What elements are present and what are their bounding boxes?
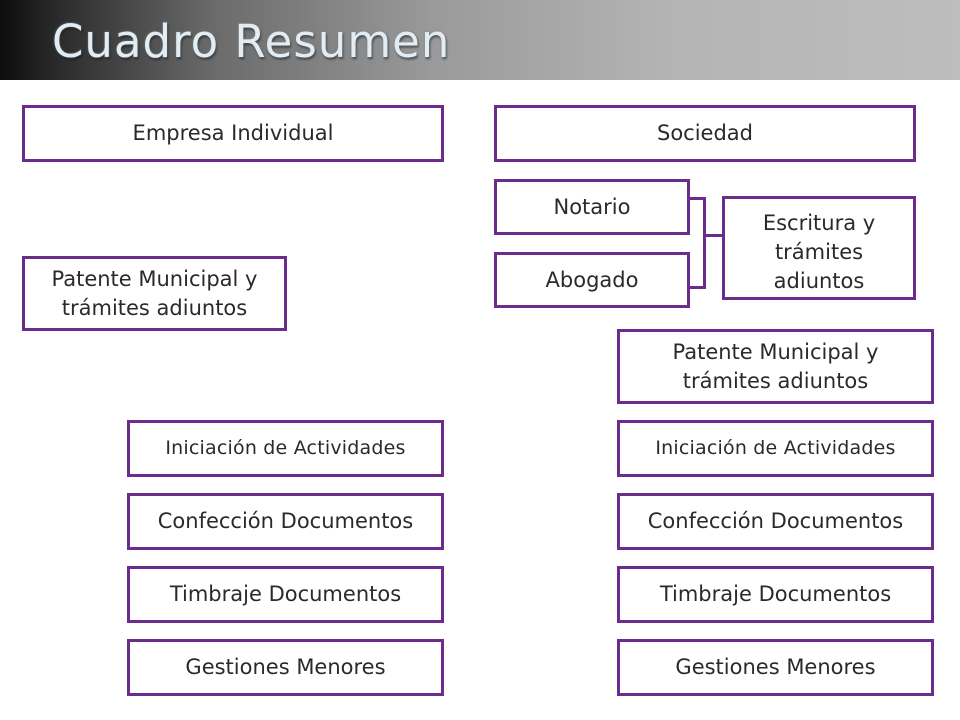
escritura-box: Escritura y trámites adiuntos [722,196,916,300]
empresa-individual-box: Empresa Individual [22,105,444,162]
right-confeccion-box: Confección Documentos [617,493,934,550]
left-iniciacion-box: Iniciación de Actividades [127,420,444,477]
abogado-box: Abogado [494,252,690,308]
left-timbraje-box: Timbraje Documentos [127,566,444,623]
right-gestiones-box: Gestiones Menores [617,639,934,696]
title-bar: Cuadro Resumen [0,0,960,80]
right-iniciacion-box: Iniciación de Actividades [617,420,934,477]
sociedad-box: Sociedad [494,105,916,162]
left-confeccion-box: Confección Documentos [127,493,444,550]
notario-abogado-bracket [688,197,706,289]
right-timbraje-box: Timbraje Documentos [617,566,934,623]
page-title: Cuadro Resumen [52,15,451,68]
left-patente-box: Patente Municipal y trámites adiuntos [22,256,287,331]
right-patente-box: Patente Municipal y trámites adiuntos [617,329,934,404]
notario-box: Notario [494,179,690,235]
left-gestiones-box: Gestiones Menores [127,639,444,696]
bracket-connector-line [705,234,724,237]
